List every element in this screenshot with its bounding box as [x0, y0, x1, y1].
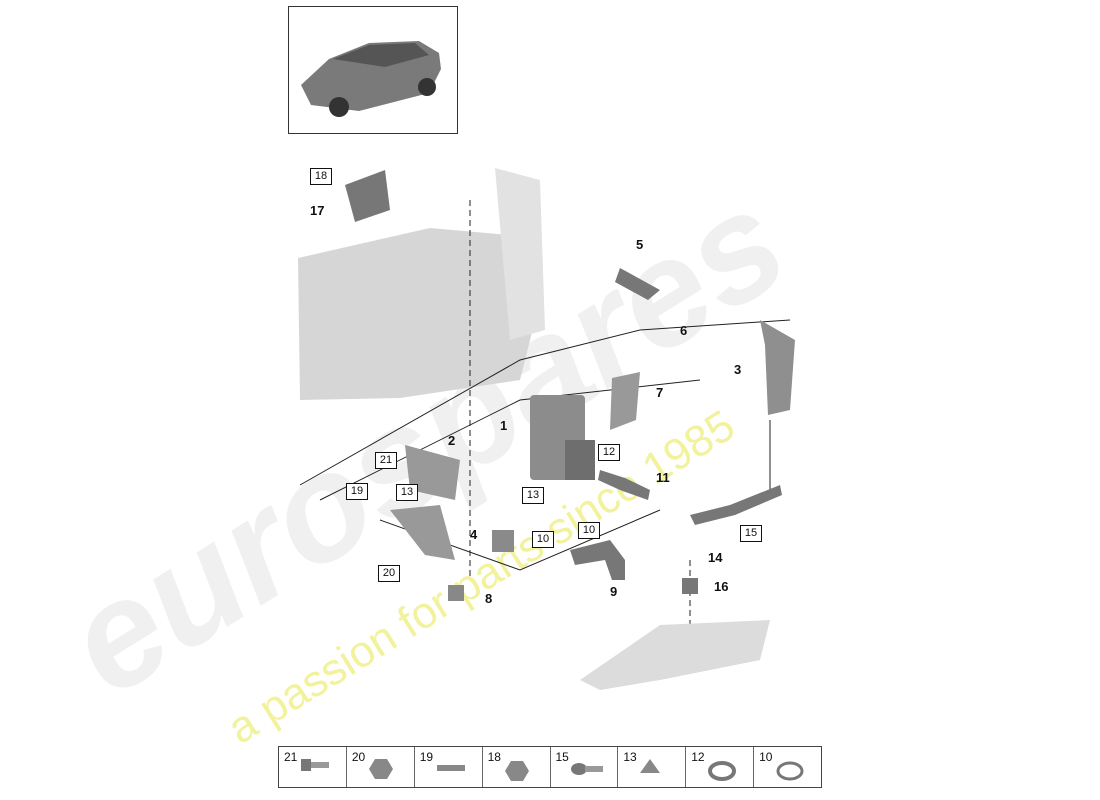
- callout-10-a: 10: [532, 531, 554, 548]
- underbody-panel: [580, 620, 770, 690]
- callout-12: 12: [598, 444, 620, 461]
- callout-20: 20: [378, 565, 400, 582]
- legend-cell: 15: [551, 747, 619, 787]
- callout-21: 21: [375, 452, 397, 469]
- stud-icon: [436, 765, 465, 771]
- vehicle-thumbnail: [288, 6, 458, 134]
- heat-shield-part: [760, 320, 795, 415]
- callout-10-b: 10: [578, 522, 600, 539]
- bracket-vertical: [495, 168, 545, 340]
- grommet-part: [682, 578, 698, 594]
- clip-icon: [640, 759, 661, 773]
- legend-cell: 18: [483, 747, 551, 787]
- callout-14: 14: [708, 550, 723, 565]
- hose-part-9: [570, 540, 625, 580]
- legend-cell: 10: [754, 747, 821, 787]
- legend-cell: 13: [618, 747, 687, 787]
- hose-clamp-icon: [708, 761, 737, 781]
- sensor-part: [615, 268, 660, 300]
- bracket-part-2: [405, 445, 460, 500]
- bolt-icon: [301, 759, 329, 771]
- callout-9: 9: [610, 584, 618, 599]
- screw-icon: [570, 763, 603, 775]
- callout-17: 17: [310, 203, 325, 218]
- legend-cell: 20: [347, 747, 415, 787]
- callout-18: 18: [310, 168, 332, 185]
- pump-part: [492, 530, 514, 552]
- legend-cell: 21: [279, 747, 347, 787]
- hose-part-11: [598, 470, 650, 500]
- callout-3: 3: [734, 362, 742, 377]
- callout-4: 4: [470, 527, 478, 542]
- callout-13-b: 13: [522, 487, 544, 504]
- bracket-part-3: [390, 505, 455, 560]
- hose-clamp-icon: [776, 761, 804, 781]
- hose-part-14: [690, 485, 782, 525]
- callout-8: 8: [485, 591, 493, 606]
- callout-13-a: 13: [396, 484, 418, 501]
- callout-11: 11: [656, 470, 670, 485]
- nut-part: [448, 585, 464, 601]
- legend-cell: 19: [415, 747, 483, 787]
- car-icon: [301, 41, 441, 117]
- callout-7: 7: [656, 385, 664, 400]
- callout-5: 5: [636, 237, 644, 252]
- valve-part: [345, 170, 390, 222]
- callout-2: 2: [448, 433, 456, 448]
- bracket-part: [610, 372, 640, 430]
- callout-19: 19: [346, 483, 368, 500]
- callout-15: 15: [740, 525, 762, 542]
- callout-1: 1: [500, 418, 508, 433]
- engine-block: [298, 228, 540, 400]
- fastener-legend: 21 20 19 18 15 13 12 10: [278, 746, 822, 788]
- legend-cell: 12: [686, 747, 755, 787]
- nut-icon: [368, 759, 393, 779]
- nut-icon: [504, 761, 529, 781]
- callout-16: 16: [714, 579, 729, 594]
- callout-6: 6: [680, 323, 688, 338]
